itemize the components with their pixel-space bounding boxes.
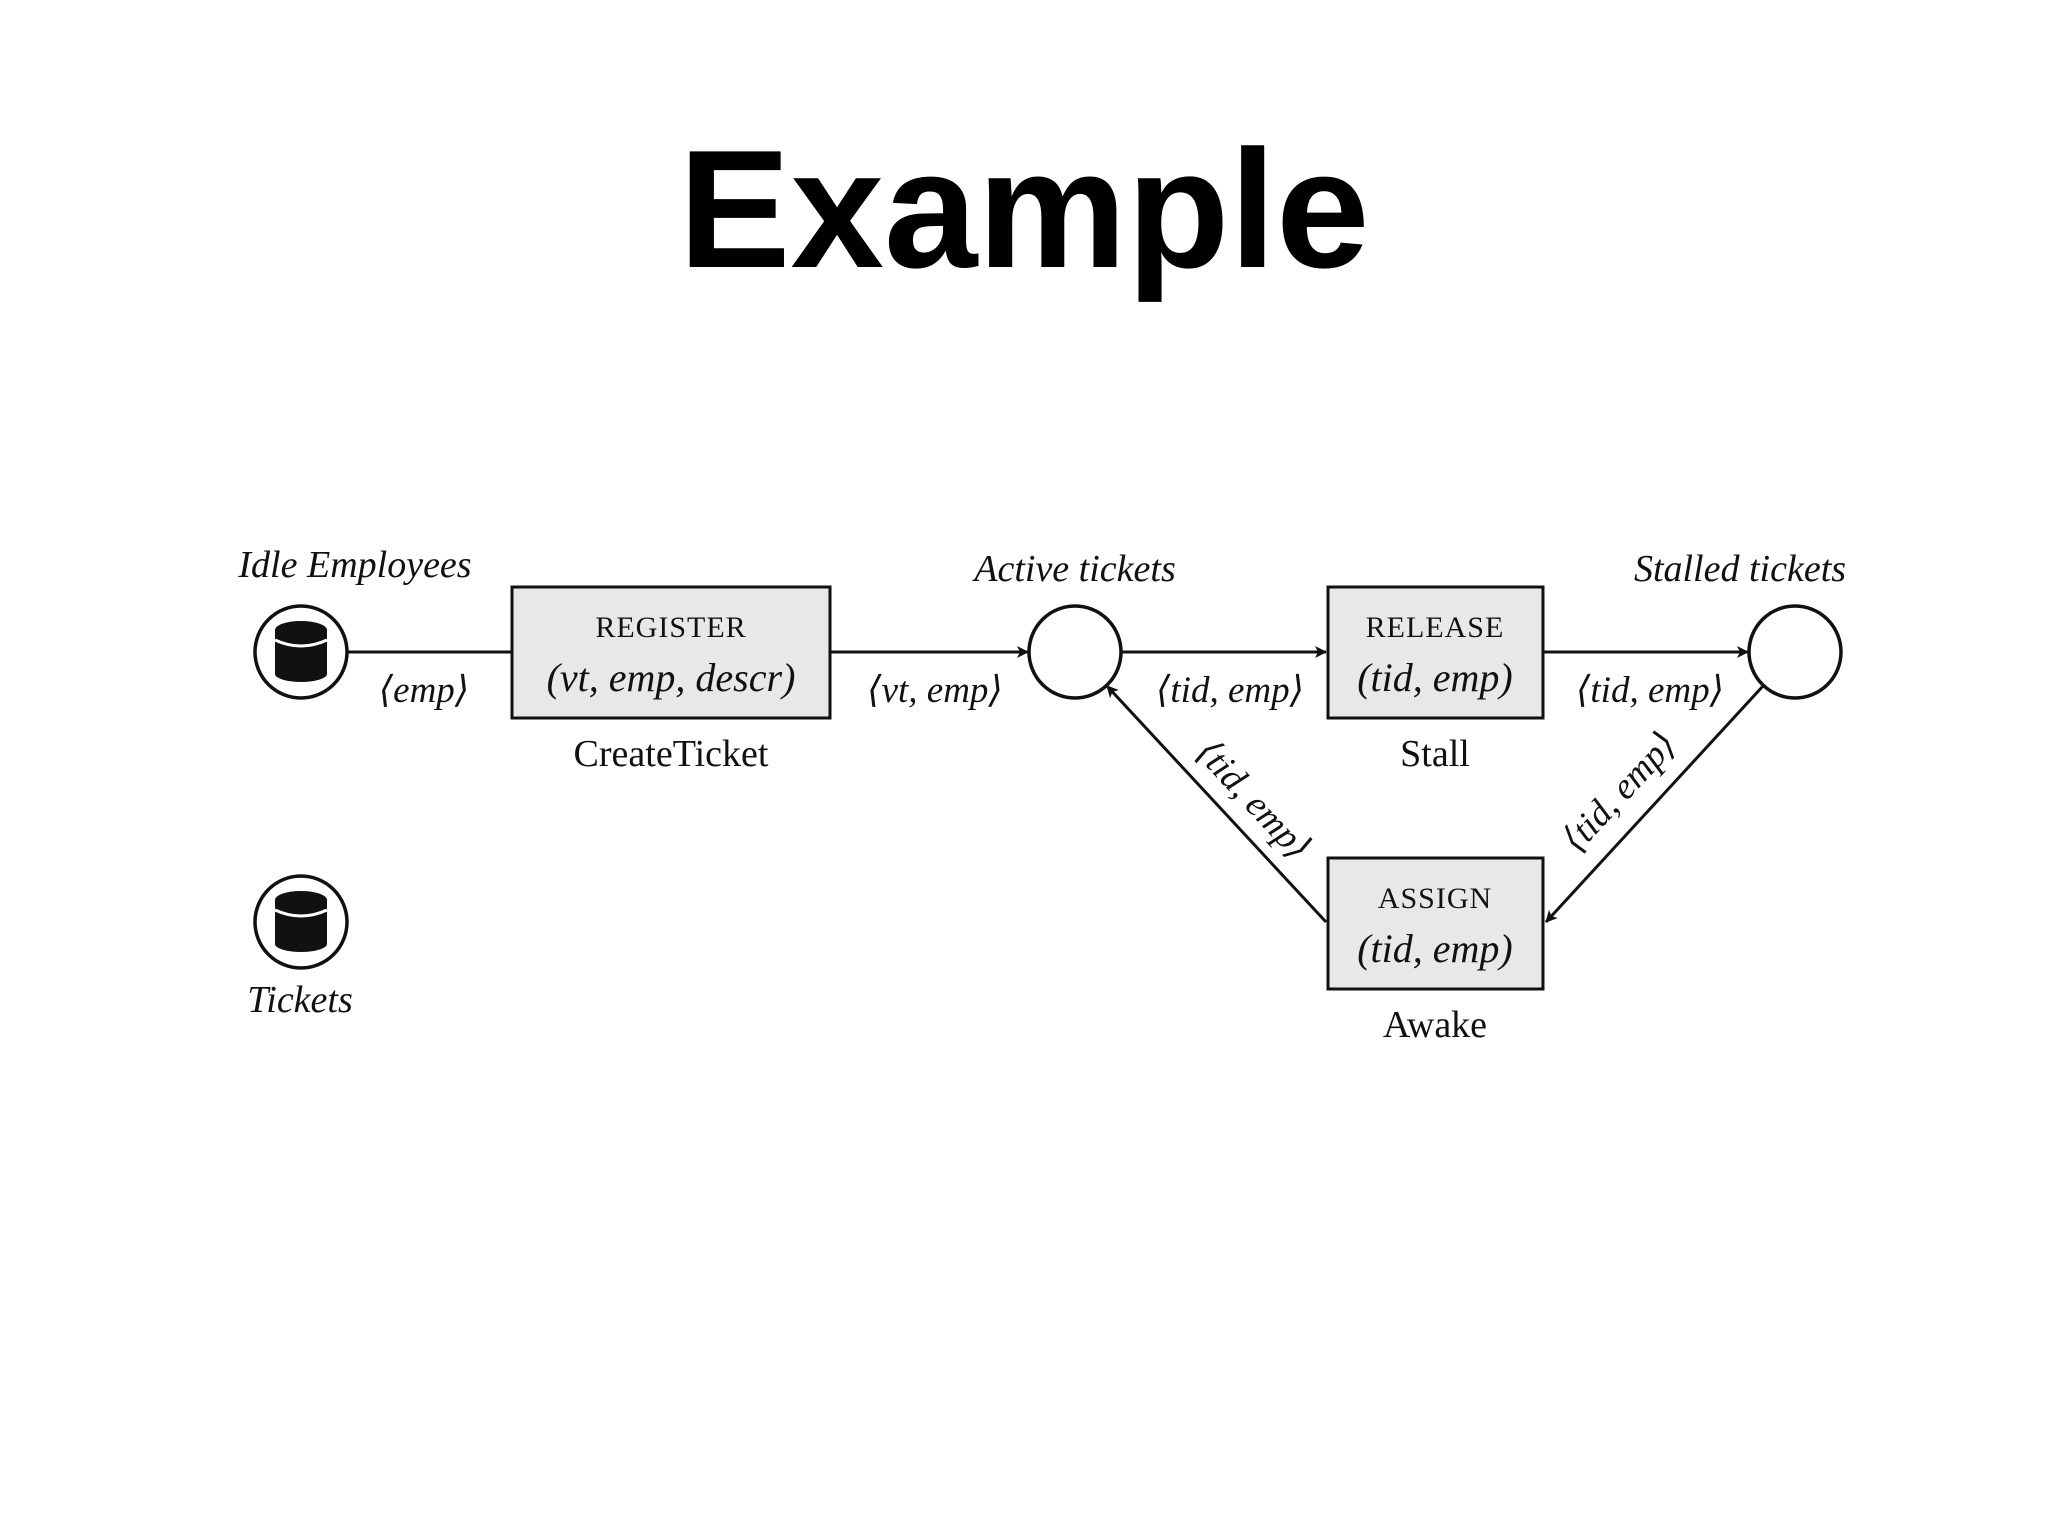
transition-release: RELEASE (tid, emp) xyxy=(1326,585,1545,720)
transition-params-assign: (tid, emp) xyxy=(1357,926,1513,971)
arc-label-release-stalled: ⟨tid, emp⟩ xyxy=(1576,670,1724,711)
transition-kind-assign: ASSIGN xyxy=(1378,882,1492,915)
transition-params-register: (νt, emp, descr) xyxy=(547,655,796,700)
transition-assign: ASSIGN (tid, emp) xyxy=(1326,856,1545,991)
place-label-active-tickets: Active tickets xyxy=(971,548,1176,590)
arc-label-nu-emp: ⟨νt, emp⟩ xyxy=(867,670,1003,711)
arc-label-active-release: ⟨tid, emp⟩ xyxy=(1156,670,1304,711)
transition-kind-register: REGISTER xyxy=(595,611,746,644)
place-stalled-tickets xyxy=(1747,604,1843,700)
database-icon xyxy=(274,621,328,682)
arc-label-emp: ⟨emp⟩ xyxy=(379,670,470,711)
place-active-tickets xyxy=(1027,604,1123,700)
transition-name-stall: Stall xyxy=(1400,733,1470,775)
place-label-tickets: Tickets xyxy=(247,979,353,1021)
transition-kind-release: RELEASE xyxy=(1366,611,1505,644)
arc-assign-to-active xyxy=(1105,684,1328,924)
transition-register: REGISTER (νt, emp, descr) xyxy=(510,585,832,720)
transition-name-awake: Awake xyxy=(1383,1004,1487,1046)
transition-params-release: (tid, emp) xyxy=(1357,655,1513,700)
place-label-idle-employees: Idle Employees xyxy=(237,544,471,586)
place-label-stalled-tickets: Stalled tickets xyxy=(1634,548,1846,590)
transition-name-create-ticket: CreateTicket xyxy=(574,733,769,775)
arc-stalled-to-assign xyxy=(1544,684,1765,924)
slide-title: Example xyxy=(678,115,1370,303)
arc-label-assign-active: ⟨tid, emp⟩ xyxy=(1188,732,1319,868)
place-idle-employees xyxy=(253,604,349,700)
database-icon xyxy=(274,891,328,952)
place-tickets xyxy=(253,874,349,970)
